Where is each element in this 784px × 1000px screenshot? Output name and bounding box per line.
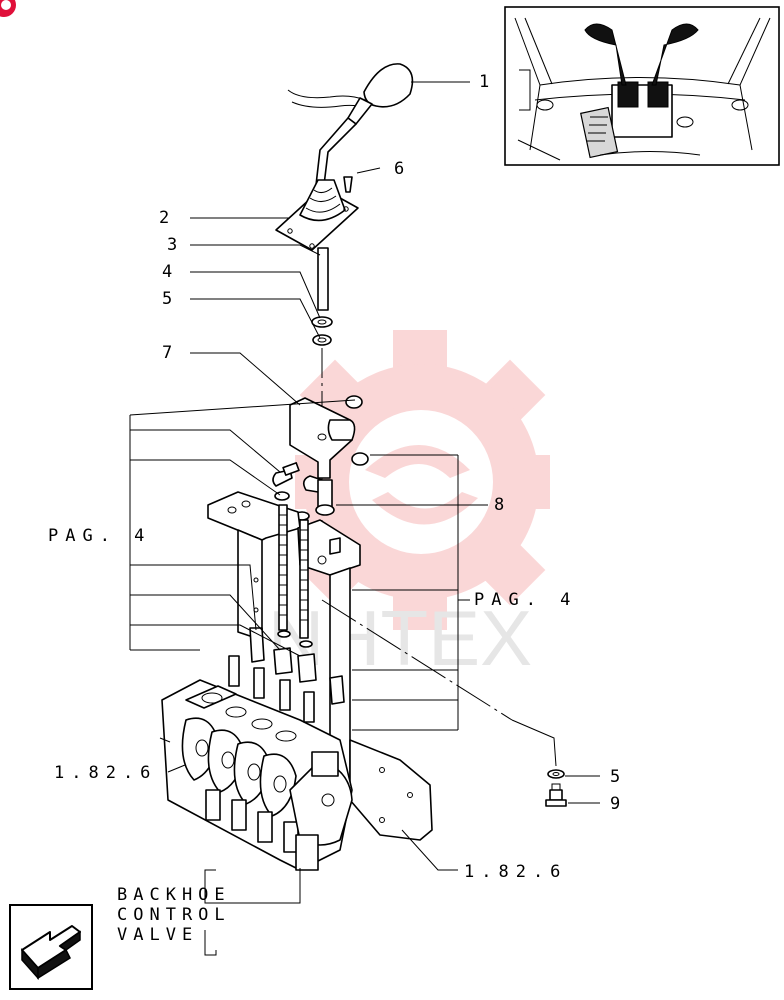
callout-8: 8 (494, 495, 504, 515)
joystick-lever (275, 63, 414, 311)
washers-4-5 (311, 316, 333, 346)
callout-9: 9 (610, 794, 620, 814)
reference-bottom[interactable]: 1.82.6 (464, 862, 567, 882)
callout-7: 7 (162, 343, 172, 363)
backhoe-label-line1: BACKHOE (117, 885, 231, 905)
callout-1: 1 (479, 72, 489, 92)
callout-2: 2 (159, 208, 169, 228)
reference-pag-right[interactable]: PAG. 4 (474, 590, 577, 610)
corner-badge[interactable] (0, 0, 16, 17)
bracket (289, 395, 369, 479)
callout-3: 3 (167, 235, 177, 255)
control-valve (159, 655, 353, 871)
leader-lines (129, 81, 600, 956)
callout-6: 6 (394, 159, 404, 179)
callout-5: 5 (162, 289, 172, 309)
ball-joints (272, 462, 335, 521)
callout-5-bottom: 5 (610, 767, 620, 787)
clevises (249, 627, 345, 705)
backhoe-label-line3: VALVE (117, 925, 198, 945)
washer-and-bolt (545, 769, 567, 807)
threaded-rods (277, 504, 313, 648)
cab-inset (504, 6, 780, 166)
backhoe-label-line2: CONTROL (117, 905, 231, 925)
reference-pag-left[interactable]: PAG. 4 (48, 526, 151, 546)
reference-left[interactable]: 1.82.6 (54, 763, 157, 783)
return-arrow-icon[interactable] (9, 904, 93, 990)
callout-4: 4 (162, 262, 172, 282)
